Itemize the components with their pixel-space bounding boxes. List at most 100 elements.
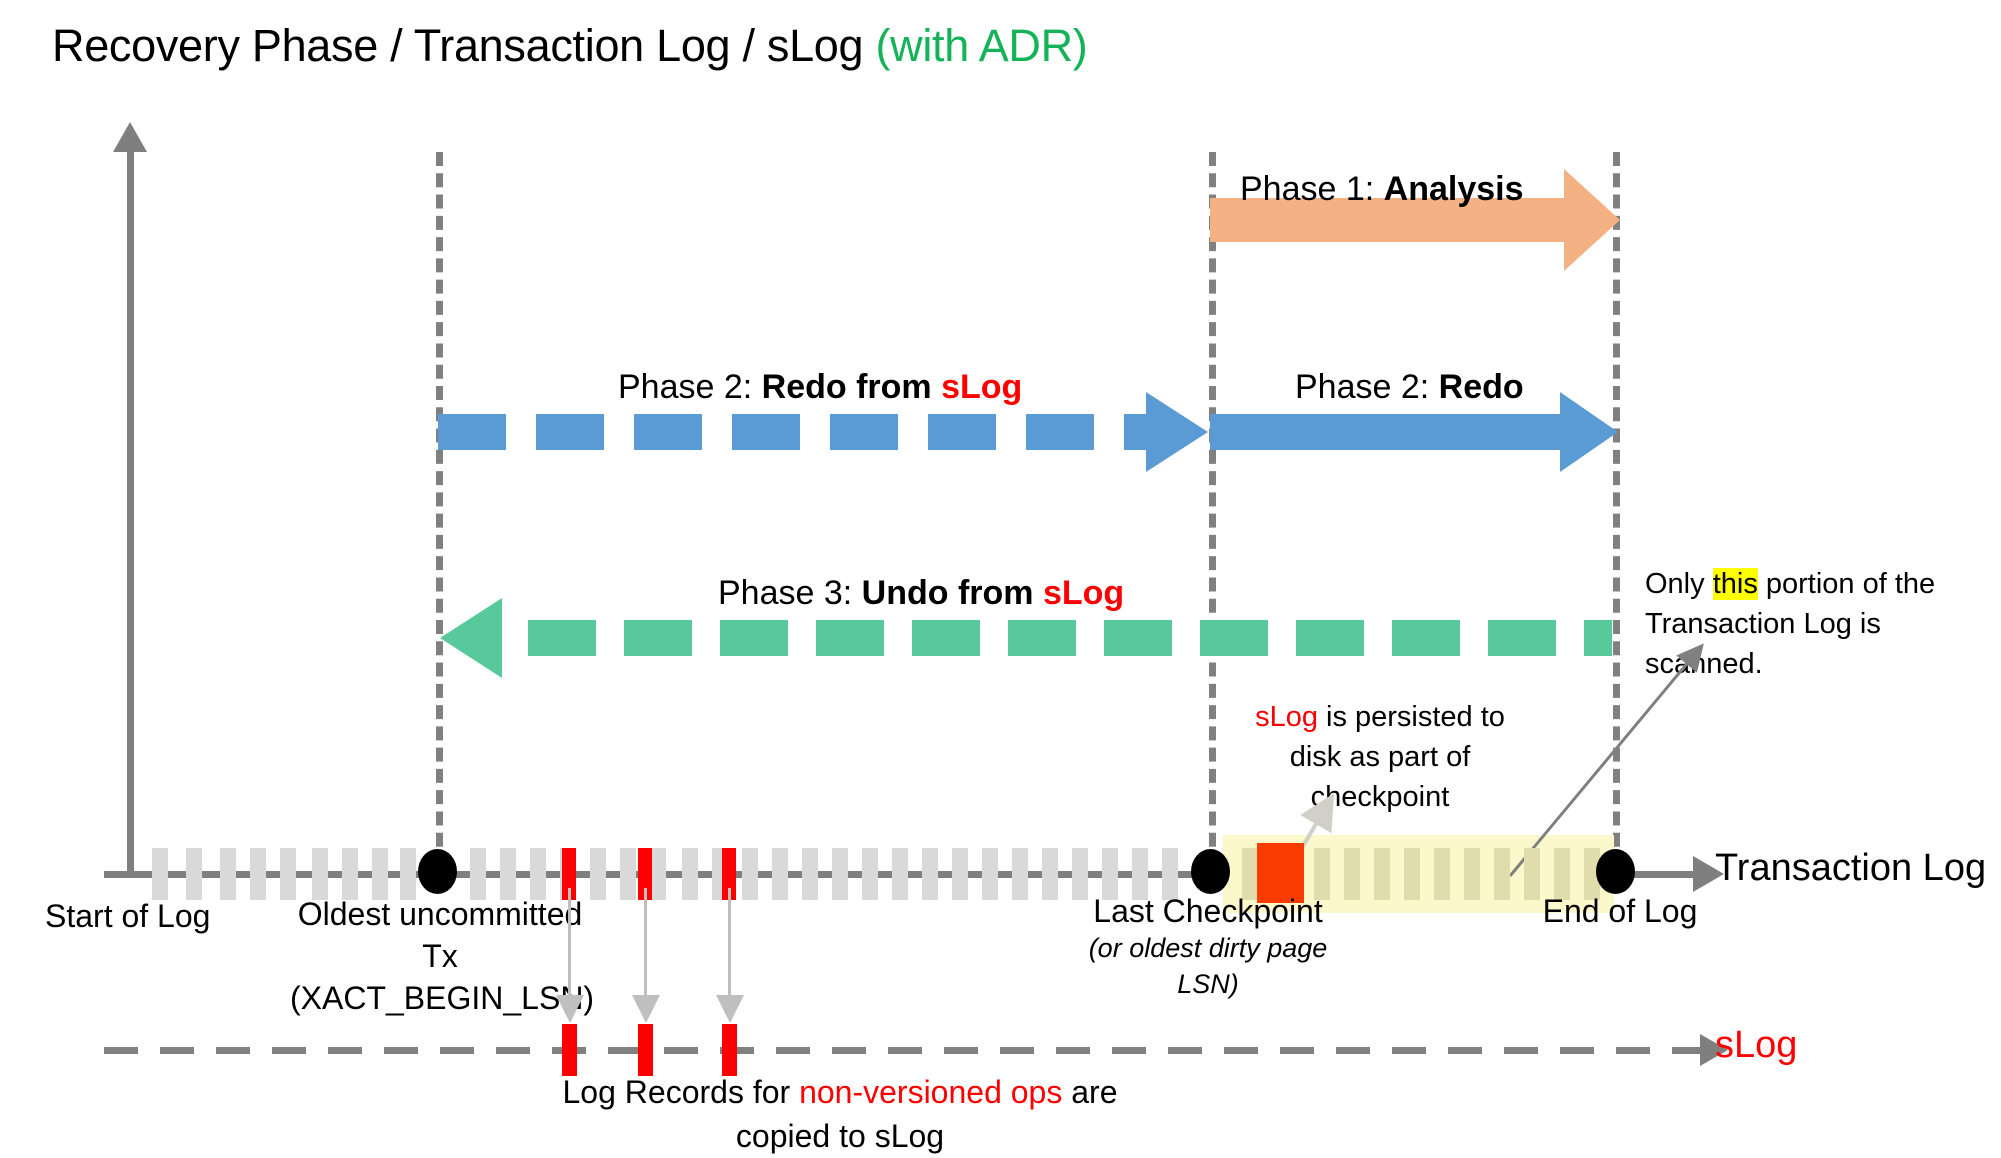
copy-to-slog-arrow-shaft (568, 888, 571, 998)
checkpoint-slog-record (1257, 843, 1304, 903)
slog-axis-label: sLog (1715, 1024, 1798, 1066)
log-record (650, 848, 666, 900)
log-record (952, 848, 968, 900)
log-record (400, 848, 416, 900)
log-record-scanned (1434, 848, 1450, 900)
phase-2-redo-from-slog-label: Phase 2: Redo from sLog (618, 368, 1022, 407)
log-record (862, 848, 878, 900)
copy-to-slog-arrow-shaft (644, 888, 647, 998)
copy-to-slog-arrowhead-icon (716, 995, 744, 1023)
phase-1-label: Phase 1: Analysis (1240, 170, 1524, 209)
scan-note-pre: Only (1645, 568, 1713, 600)
label-oldest-line1: Oldest uncommitted Tx (297, 896, 583, 974)
phase-2-redo-arrow-bar (1210, 414, 1565, 450)
log-record (470, 848, 486, 900)
label-last-checkpoint-sub: (or oldest dirty page LSN) (1088, 933, 1328, 999)
log-record (802, 848, 818, 900)
phase-1-prefix: Phase 1: (1240, 170, 1384, 208)
log-record (530, 848, 546, 900)
phase-1-analysis-arrow-bar (1210, 198, 1570, 242)
log-record (1162, 848, 1178, 900)
log-record-scanned (1344, 848, 1360, 900)
phase-2-prefix: Phase 2: (1295, 368, 1439, 406)
page-title-adr: (with ADR) (875, 20, 1088, 71)
label-last-checkpoint: Last Checkpoint (or oldest dirty page LS… (1078, 893, 1338, 1002)
phase-2-redo-from-slog-arrow-bar (438, 414, 1148, 450)
phase-3-prefix: Phase 3: (718, 574, 862, 612)
log-record-non-versioned (638, 848, 652, 900)
log-record-scanned (1494, 848, 1510, 900)
y-axis-arrowhead-icon (113, 122, 147, 152)
phase-1-analysis-arrowhead-icon (1564, 169, 1620, 271)
phase-3-undo-from-slog-arrowhead-icon (440, 598, 502, 678)
page-title-main: Recovery Phase / Transaction Log / sLog (52, 20, 876, 71)
guide-line-oldest-tx (436, 152, 443, 868)
y-axis-line (127, 150, 134, 875)
log-record-scanned (1554, 848, 1570, 900)
label-last-checkpoint-main: Last Checkpoint (1093, 893, 1323, 929)
log-record (892, 848, 908, 900)
log-record (772, 848, 788, 900)
slog-record (722, 1024, 737, 1076)
slog-note-pre: Log Records for (562, 1074, 800, 1110)
label-oldest-uncommitted-tx: Oldest uncommitted Tx (XACT_BEGIN_LSN) (290, 893, 594, 1019)
log-record-scanned (1524, 848, 1540, 900)
transaction-log-axis-label: Transaction Log (1715, 847, 1987, 889)
phase-1-name: Analysis (1383, 170, 1524, 208)
marker-last-checkpoint (1191, 849, 1230, 894)
log-record (590, 848, 606, 900)
checkpoint-note-rest: is persisted to disk as part of checkpoi… (1289, 701, 1505, 813)
log-record-scanned (1374, 848, 1390, 900)
phase-2-slog-highlight: sLog (941, 368, 1023, 406)
log-record (186, 848, 202, 900)
label-end-of-log: End of Log (1542, 893, 1698, 929)
log-record (1072, 848, 1088, 900)
log-record (372, 848, 388, 900)
phase-2-name: Redo (1438, 368, 1524, 406)
phase-2-redo-from-slog-arrowhead-icon (1146, 392, 1208, 472)
phase-2-redo-arrowhead-icon (1560, 392, 1618, 472)
log-record (620, 848, 636, 900)
slog-record (638, 1024, 653, 1076)
phase-3-undo-from-slog-label: Phase 3: Undo from sLog (718, 574, 1124, 613)
log-record (922, 848, 938, 900)
checkpoint-note: sLog is persisted to disk as part of che… (1230, 697, 1530, 817)
log-record (220, 848, 236, 900)
page-title: Recovery Phase / Transaction Log / sLog … (52, 20, 1088, 72)
copy-to-slog-arrowhead-icon (556, 995, 584, 1023)
log-record-scanned (1404, 848, 1420, 900)
log-record-non-versioned (562, 848, 576, 900)
phase-2-redo-label: Phase 2: Redo (1295, 368, 1524, 407)
slog-record (562, 1024, 577, 1076)
phase-3-highlight: sLog (1042, 574, 1125, 612)
log-record (342, 848, 358, 900)
log-record (1102, 848, 1118, 900)
guide-line-end-of-log (1613, 152, 1620, 868)
log-record-scanned (1314, 848, 1330, 900)
log-record-scanned (1584, 848, 1600, 900)
phase-2-slog-prefix: Phase 2: (618, 368, 762, 406)
marker-oldest-uncommitted-tx (418, 849, 457, 894)
log-record-scanned (1242, 848, 1258, 900)
log-record (1042, 848, 1058, 900)
log-record (250, 848, 266, 900)
log-record-scanned (1464, 848, 1480, 900)
log-record (312, 848, 328, 900)
label-start-of-log: Start of Log (45, 898, 211, 934)
checkpoint-note-red: sLog (1255, 701, 1318, 733)
slog-note-post: are copied to sLog (735, 1074, 1118, 1154)
log-record (1012, 848, 1028, 900)
log-record (682, 848, 698, 900)
log-record (152, 848, 168, 900)
guide-line-last-checkpoint (1209, 152, 1216, 868)
copy-to-slog-arrow-shaft (728, 888, 731, 998)
slog-arrowhead-icon (1700, 1034, 1728, 1066)
scanned-portion-note: Only this portion of the Transaction Log… (1645, 564, 1985, 684)
phase-2-slog-name: Redo from (761, 368, 942, 406)
slog-note-red: non-versioned ops (799, 1074, 1063, 1110)
log-record (742, 848, 758, 900)
log-record (1132, 848, 1148, 900)
copy-to-slog-arrowhead-icon (632, 995, 660, 1023)
phase-3-name: Undo from (861, 574, 1043, 612)
scan-note-highlight: this (1712, 568, 1758, 600)
